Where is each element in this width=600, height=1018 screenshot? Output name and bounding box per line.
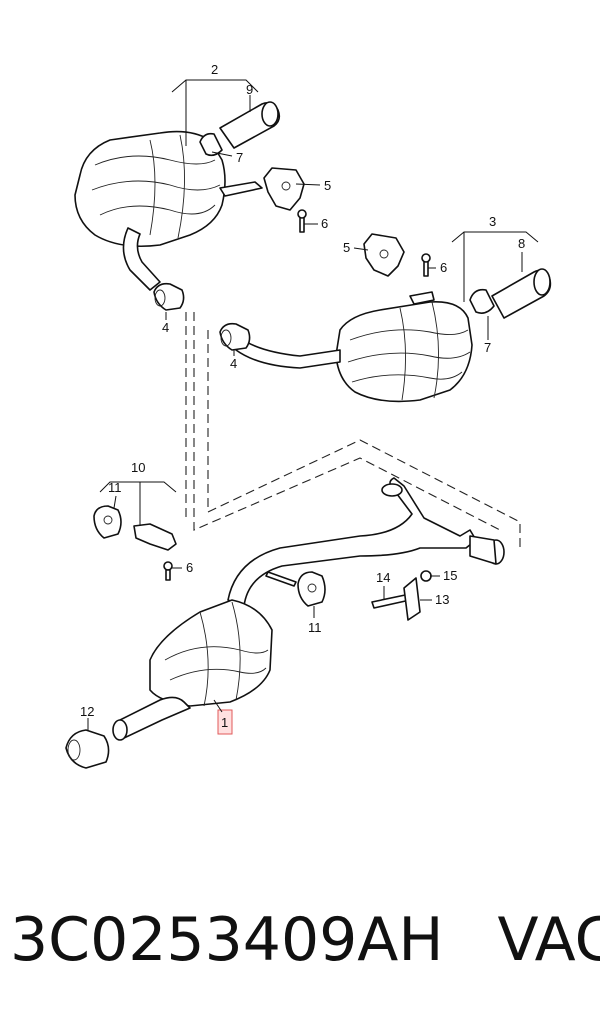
label-7b: 7 — [484, 340, 491, 355]
label-1: 1 — [221, 715, 228, 730]
tailpipe-left — [199, 101, 281, 157]
bracket-10 — [133, 523, 177, 581]
leader-lines — [87, 79, 539, 730]
label-8: 8 — [518, 236, 525, 251]
label-15: 15 — [443, 568, 457, 583]
label-4b: 4 — [230, 356, 237, 371]
label-6a: 6 — [321, 216, 328, 231]
exhaust-system-diagram: 2 9 7 5 6 4 4 3 8 5 6 7 10 11 6 14 15 13… — [65, 62, 552, 769]
label-7a: 7 — [236, 150, 243, 165]
center-silencer — [112, 599, 273, 741]
highlight-box-part-1 — [217, 709, 233, 735]
rubber-mount-right — [265, 571, 326, 607]
label-2: 2 — [211, 62, 218, 77]
clamp-4-upper — [153, 282, 185, 311]
y-pipe — [227, 477, 505, 607]
label-13: 13 — [435, 592, 449, 607]
clamp-12 — [65, 729, 110, 769]
label-14: 14 — [376, 570, 390, 585]
label-9: 9 — [246, 82, 253, 97]
label-3: 3 — [489, 214, 496, 229]
hanger-bracket-right — [363, 233, 431, 277]
label-12: 12 — [80, 704, 94, 719]
label-4a: 4 — [162, 320, 169, 335]
clamp-4-lower — [219, 322, 251, 351]
label-10: 10 — [131, 460, 145, 475]
label-6c: 6 — [186, 560, 193, 575]
part-number: 3C0253409AH — [10, 905, 444, 975]
rear-silencer-right — [235, 291, 473, 403]
rubber-mount-left — [93, 505, 122, 539]
hanger-bracket-left — [263, 167, 307, 233]
brand-name: VAG — [497, 905, 600, 975]
part-labels: 2 9 7 5 6 4 4 3 8 5 6 7 10 11 6 14 15 13… — [80, 62, 525, 730]
label-11a: 11 — [108, 480, 122, 495]
tailpipe-right — [469, 268, 552, 319]
label-5a: 5 — [324, 178, 331, 193]
label-6b: 6 — [440, 260, 447, 275]
label-5b: 5 — [343, 240, 350, 255]
part-number-footer: 3C0253409AH VAG — [10, 900, 600, 980]
rear-silencer-left — [74, 130, 263, 291]
label-11b: 11 — [308, 620, 322, 635]
assembly-guide-lines — [185, 312, 521, 550]
